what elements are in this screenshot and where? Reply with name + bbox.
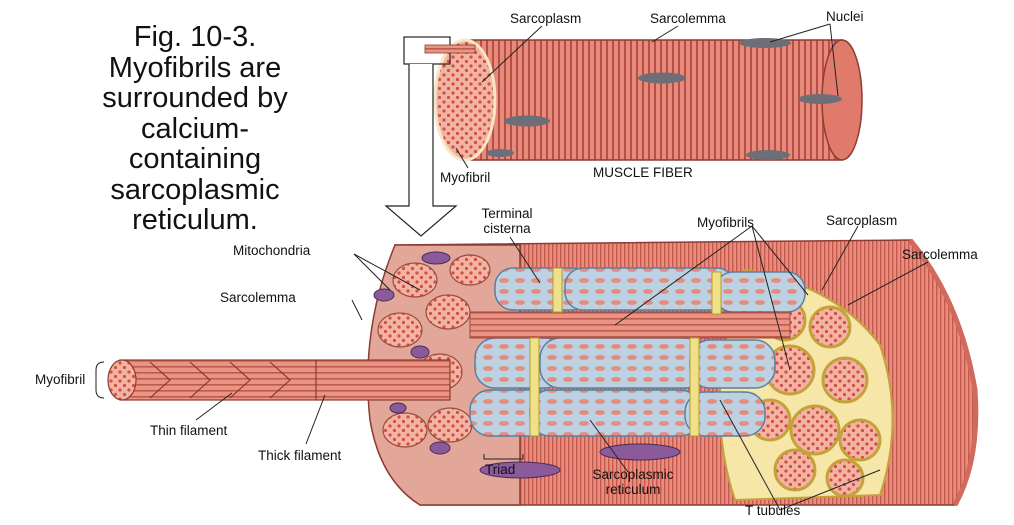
label-sarcoplasm-bottom: Sarcoplasm: [826, 213, 897, 228]
caption-line: Myofibrils are: [60, 53, 330, 84]
nucleus: [739, 38, 791, 48]
cross-section: [108, 240, 976, 505]
caption-line: surrounded by: [60, 83, 330, 114]
label-myofibril-left: Myofibril: [35, 372, 85, 387]
label-terminal-cisterna-1: Terminal: [472, 206, 542, 221]
figure-caption: Fig. 10-3. Myofibrils are surrounded by …: [60, 22, 330, 236]
label-sarcolemma-top: Sarcolemma: [650, 11, 726, 26]
label-myofibril-top: Myofibril: [440, 170, 490, 185]
projecting-myofibril: [108, 360, 450, 400]
label-nuclei: Nuclei: [826, 9, 864, 24]
label-muscle-fiber: MUSCLE FIBER: [593, 165, 693, 180]
label-mitochondria: Mitochondria: [233, 243, 310, 258]
label-sarcoplasmic-reticulum-2: reticulum: [578, 482, 688, 497]
nucleus: [746, 150, 790, 160]
caption-line: containing: [60, 144, 330, 175]
label-sarcolemma-left: Sarcolemma: [220, 290, 296, 305]
label-thick-filament: Thick filament: [258, 448, 341, 463]
nucleus: [638, 73, 686, 84]
nucleus: [486, 149, 514, 157]
caption-line: sarcoplasmic: [60, 175, 330, 206]
muscle-fiber-top: [435, 38, 862, 160]
label-myofibrils: Myofibrils: [697, 215, 754, 230]
label-triad: Triad: [485, 462, 515, 477]
nucleus: [504, 116, 550, 127]
caption-line: calcium-: [60, 114, 330, 145]
label-thin-filament: Thin filament: [150, 423, 227, 438]
nucleus: [798, 94, 842, 104]
label-sarcoplasm-top: Sarcoplasm: [510, 11, 581, 26]
label-sarcolemma-right: Sarcolemma: [902, 247, 978, 262]
label-sarcoplasmic-reticulum-1: Sarcoplasmic: [578, 467, 688, 482]
caption-line: Fig. 10-3.: [60, 22, 330, 53]
caption-line: reticulum.: [60, 205, 330, 236]
label-t-tubules: T tubules: [745, 503, 800, 518]
label-terminal-cisterna-2: cisterna: [472, 221, 542, 236]
